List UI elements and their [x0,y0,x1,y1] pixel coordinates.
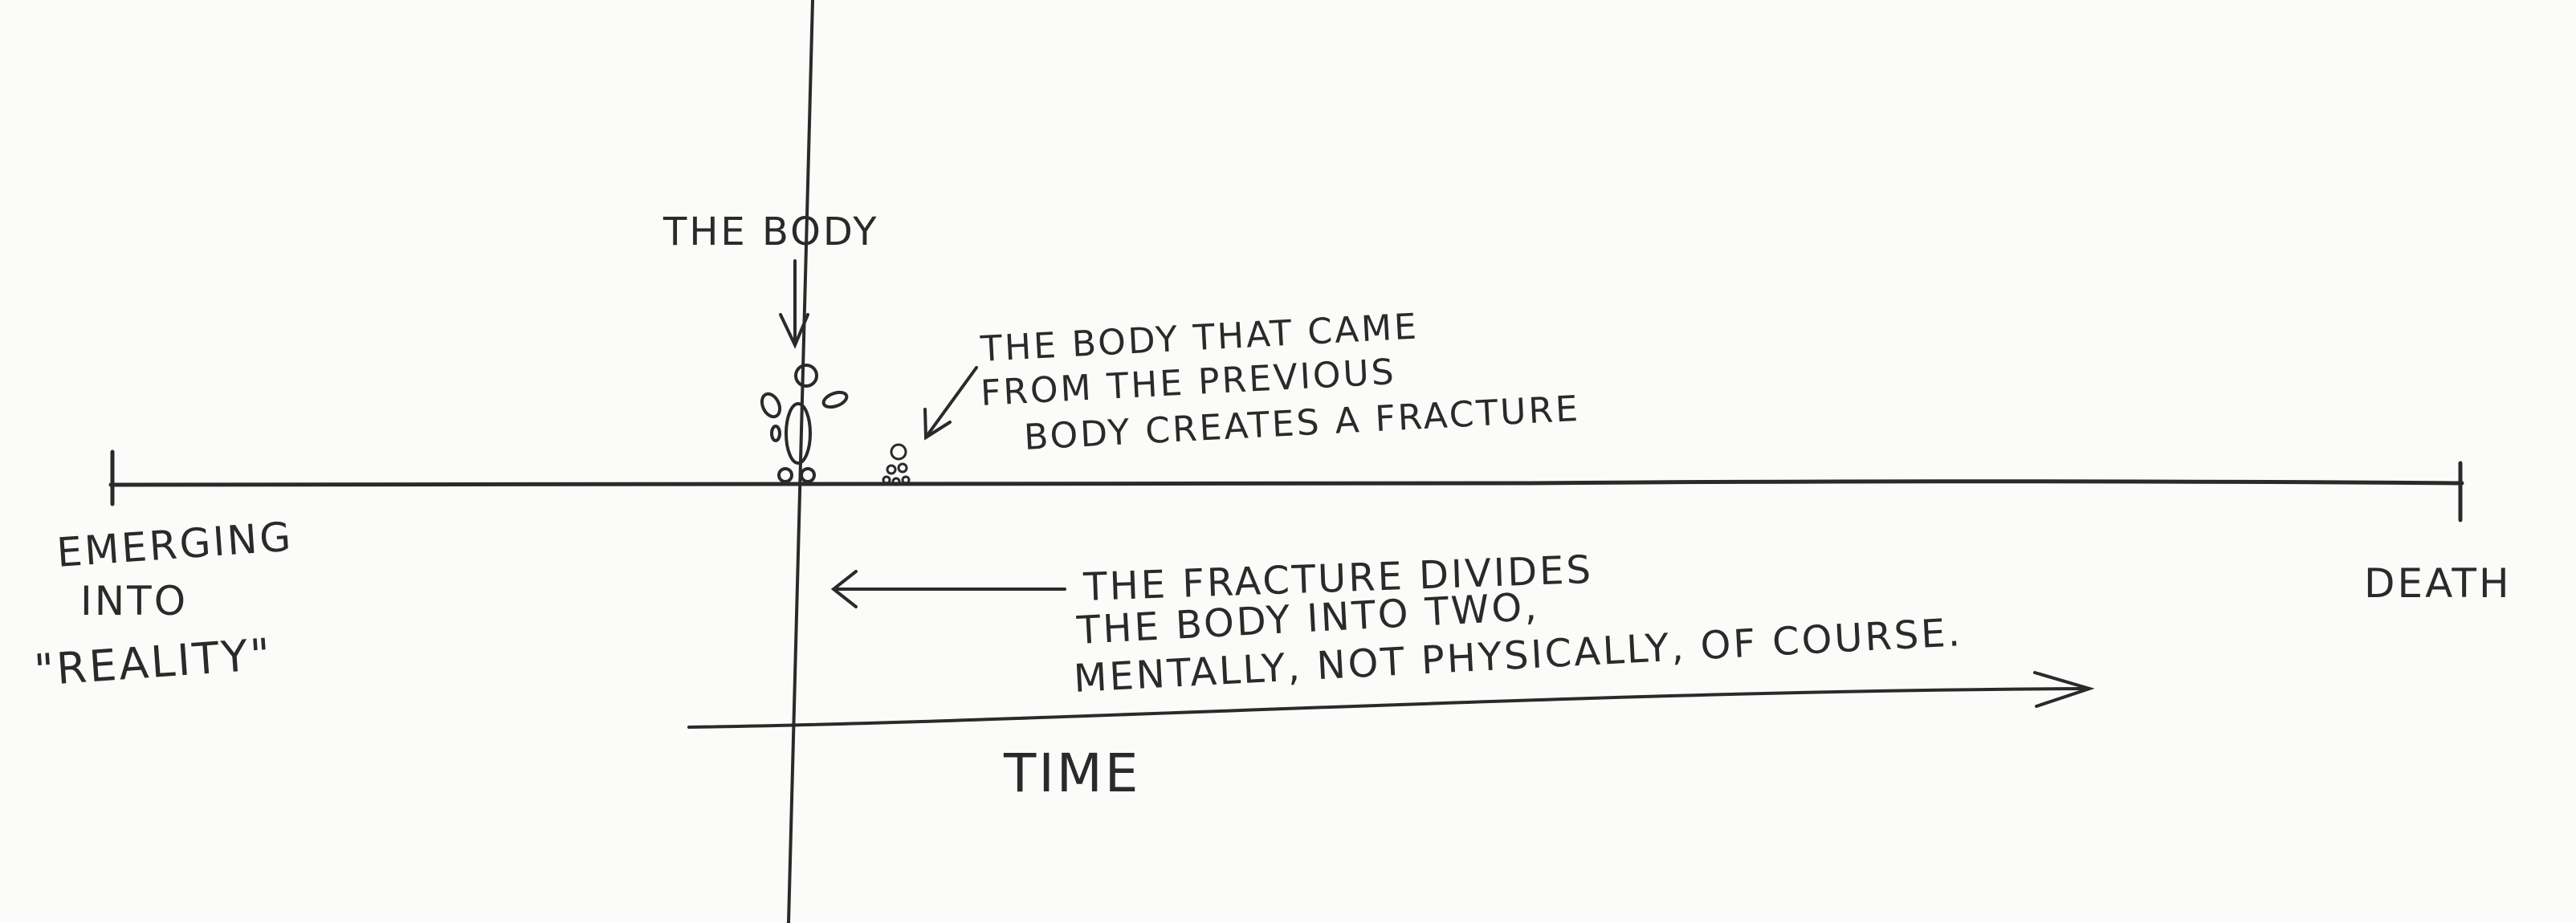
label-the-body: THE BODY [662,209,879,254]
small-body-figure [882,443,911,486]
body-arrow [779,259,809,349]
life-line-path [108,479,2464,487]
label-emerging-line1: EMERGING [55,514,295,576]
label-emerging-line2: INTO [80,578,188,624]
body-left-arm-low [770,425,781,442]
life-line [108,449,2464,522]
label-death: DEATH [2364,560,2512,607]
body-figure [760,364,849,483]
body-left-foot [777,467,793,483]
label-time: TIME [1003,742,1140,804]
time-arrow-line [687,687,2089,729]
label-emerging-line3: "REALITY" [33,628,275,696]
body-head [794,364,818,388]
body-right-foot [800,467,816,483]
body-torso [785,402,812,465]
body-left-arm [760,392,782,419]
fracture-arrow [830,570,1066,608]
small-body-head [890,443,907,461]
small-body-arrow [923,366,978,441]
time-arrow-head [2033,671,2095,708]
body-right-arm [821,390,849,409]
time-arrow [687,671,2095,729]
